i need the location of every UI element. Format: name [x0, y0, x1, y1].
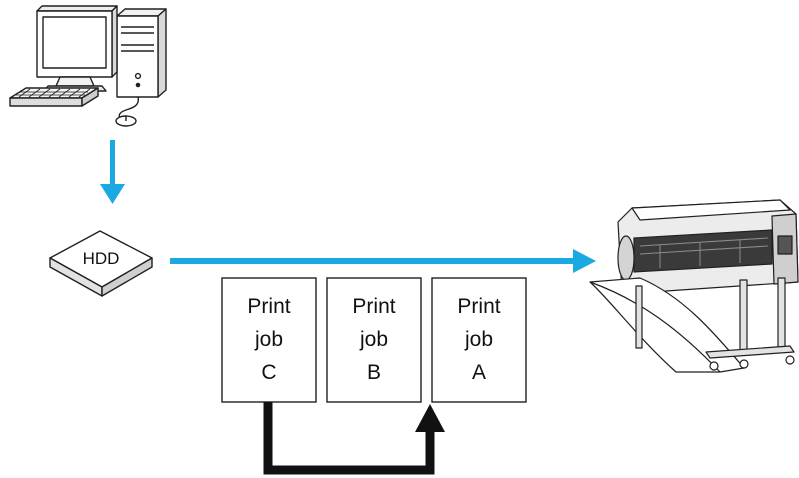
- tower-icon: [116, 8, 167, 98]
- print-job-c-line1: Print: [247, 295, 290, 318]
- print-job-a: Print job A: [431, 277, 527, 403]
- monitor-icon: [36, 5, 118, 92]
- print-job-a-line3: A: [472, 361, 486, 384]
- print-job-b-line3: B: [367, 361, 381, 384]
- print-job-a-line2: job: [464, 328, 493, 351]
- mouse-icon: [115, 96, 140, 127]
- print-job-b: Print job B: [326, 277, 422, 403]
- print-job-b-line2: job: [359, 328, 388, 351]
- computer-icon: [9, 5, 167, 127]
- print-job-b-line1: Print: [352, 295, 395, 318]
- hdd-label: HDD: [83, 249, 120, 268]
- keyboard-icon: [9, 87, 99, 107]
- print-job-c-line2: job: [254, 328, 283, 351]
- hdd-icon: HDD: [49, 230, 153, 297]
- arrow-computer-to-hdd: [100, 140, 125, 204]
- printer-icon: [589, 199, 799, 373]
- reorder-arrow: [263, 402, 445, 475]
- print-job-c-line3: C: [261, 361, 276, 384]
- arrow-hdd-to-printer: [170, 249, 596, 273]
- print-job-c: Print job C: [221, 277, 317, 403]
- print-job-a-line1: Print: [457, 295, 500, 318]
